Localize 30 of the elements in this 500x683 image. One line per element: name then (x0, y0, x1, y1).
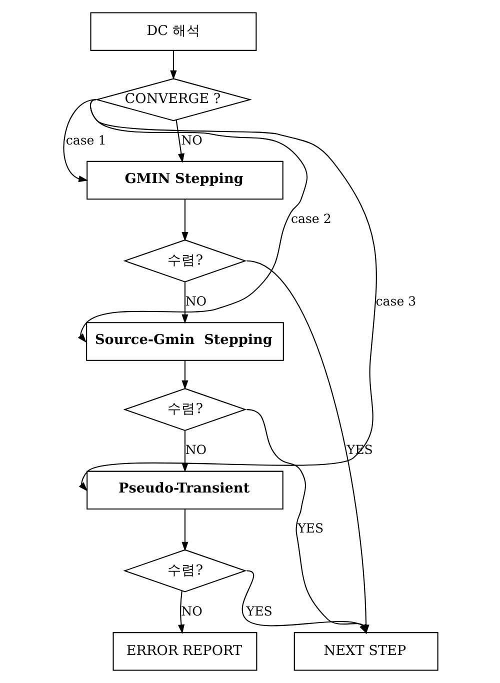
edge-label: NO (180, 132, 202, 148)
edge-label: case 3 (375, 293, 416, 308)
node-diamond: 수렴? (122, 388, 246, 432)
node-box: Pseudo-Transient (86, 470, 283, 510)
edge-label: YES (246, 603, 272, 618)
edge-label: NO (184, 442, 206, 458)
node-diamond: 수렴? (122, 549, 246, 592)
node-box: GMIN Stepping (86, 160, 283, 200)
edge-label: case 1 (65, 132, 106, 148)
node-box: NEXT STEP (293, 632, 438, 671)
arrow (181, 360, 188, 390)
arrow (78, 99, 376, 492)
arrow (175, 120, 184, 163)
edge-label: YES (297, 520, 324, 536)
arrow (181, 199, 188, 242)
node-box: ERROR REPORT (112, 632, 257, 671)
arrow (181, 282, 188, 324)
arrow (77, 99, 307, 343)
node-diamond: 수렴? (122, 239, 246, 282)
node-box: Source-Gmin Stepping (86, 322, 284, 361)
node-box: DC 해석 (90, 12, 256, 51)
arrow (62, 99, 96, 182)
edge-label: NO (180, 603, 202, 618)
edge-label: NO (184, 293, 206, 308)
arrow (181, 430, 188, 472)
arrow (170, 50, 176, 80)
edge-label: case 2 (290, 210, 331, 226)
arrow (177, 591, 184, 634)
arrow (181, 509, 188, 552)
node-diamond: CONVERGE ? (94, 78, 252, 122)
